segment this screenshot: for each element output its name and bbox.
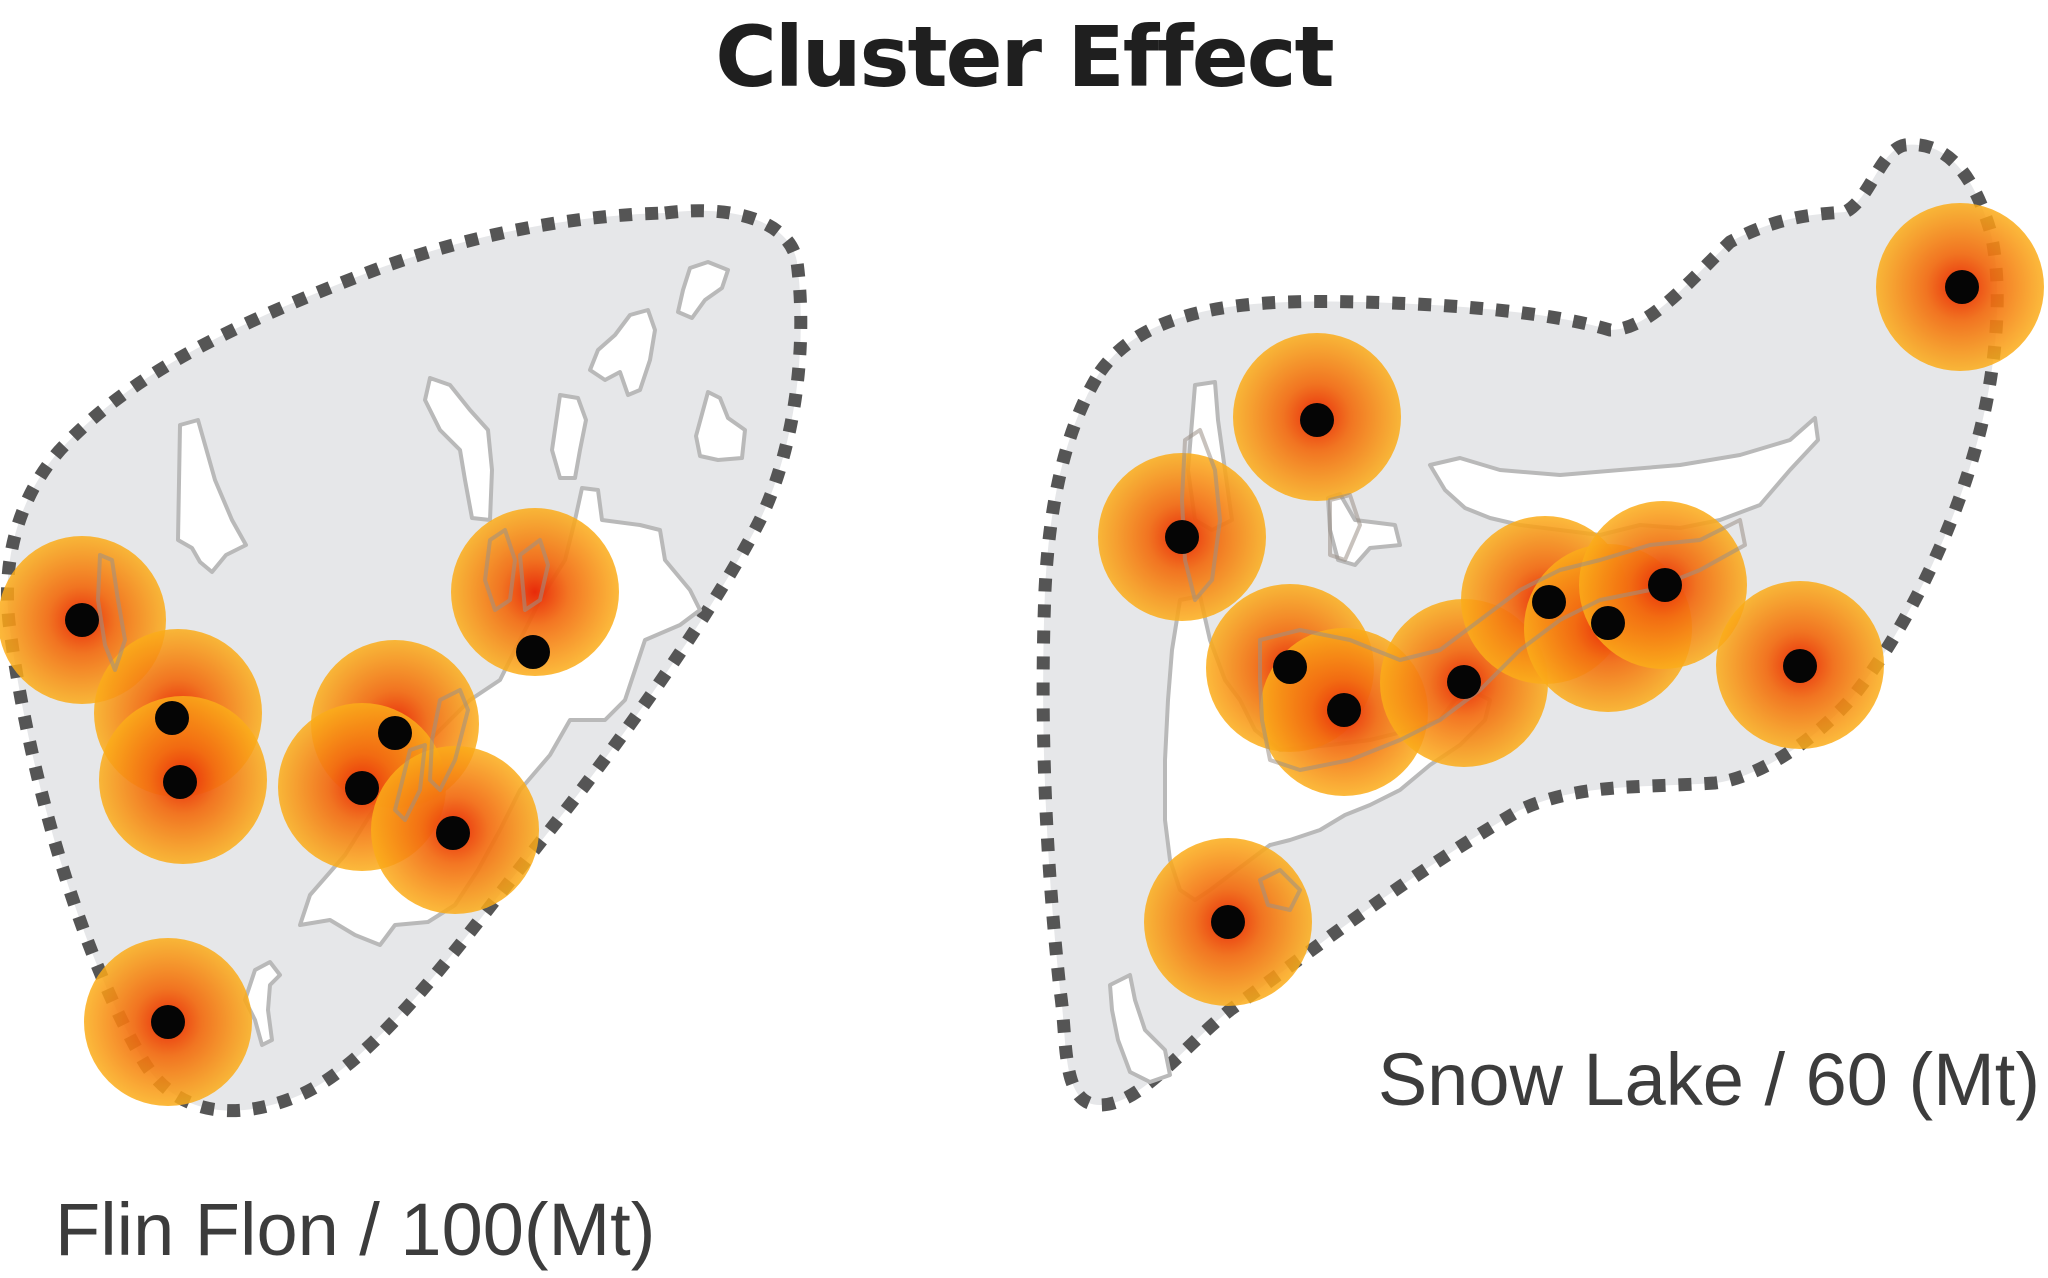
deposit-dot-icon [1447, 665, 1481, 699]
diagram-title: Cluster Effect [715, 8, 1333, 106]
region-snow-lake: Snow Lake / 60 (Mt) [1036, 138, 2044, 1121]
deposit-dot-icon [1165, 520, 1199, 554]
flin-flon-lake-overlay [96, 528, 550, 822]
deposit-halo [451, 508, 619, 676]
snow-lake-lake [1326, 492, 1402, 567]
flin-flon-deposit-dots [65, 603, 550, 1039]
snow-lake-lake [1108, 973, 1172, 1084]
deposit-dot-icon [1273, 650, 1307, 684]
deposit-dot-icon [516, 635, 550, 669]
snow-lake-label: Snow Lake / 60 (Mt) [1378, 1038, 2040, 1121]
deposit-dot-icon [1211, 905, 1245, 939]
deposit-dot-icon [65, 603, 99, 637]
deposit-dot-icon [345, 771, 379, 805]
deposit-dot-icon [163, 765, 197, 799]
flin-flon-lake [176, 418, 248, 574]
deposit-dot-icon [1300, 403, 1334, 437]
deposit-dot-icon [378, 716, 412, 750]
deposit-dot-icon [155, 701, 189, 735]
deposit-dot-icon [151, 1005, 185, 1039]
snow-lake-lake-overlay [1180, 428, 1747, 912]
deposit-dot-icon [1327, 693, 1361, 727]
flin-flon-lake [588, 308, 657, 397]
deposit-dot-icon [1648, 568, 1682, 602]
deposit-dot-icon [1945, 270, 1979, 304]
region-flin-flon: Flin Flon / 100(Mt) [0, 204, 808, 1271]
deposit-dot-icon [1591, 606, 1625, 640]
flin-flon-lake [550, 393, 588, 480]
flin-flon-lake [694, 390, 747, 462]
snow-lake-lake [1428, 416, 1820, 537]
flin-flon-label: Flin Flon / 100(Mt) [55, 1188, 655, 1271]
deposit-dot-icon [1532, 585, 1566, 619]
deposit-dot-icon [1783, 649, 1817, 683]
flin-flon-lake [676, 260, 730, 320]
deposit-dot-icon [436, 816, 470, 850]
flin-flon-lake [423, 376, 494, 522]
snow-lake-deposit-dots [1165, 270, 1979, 939]
